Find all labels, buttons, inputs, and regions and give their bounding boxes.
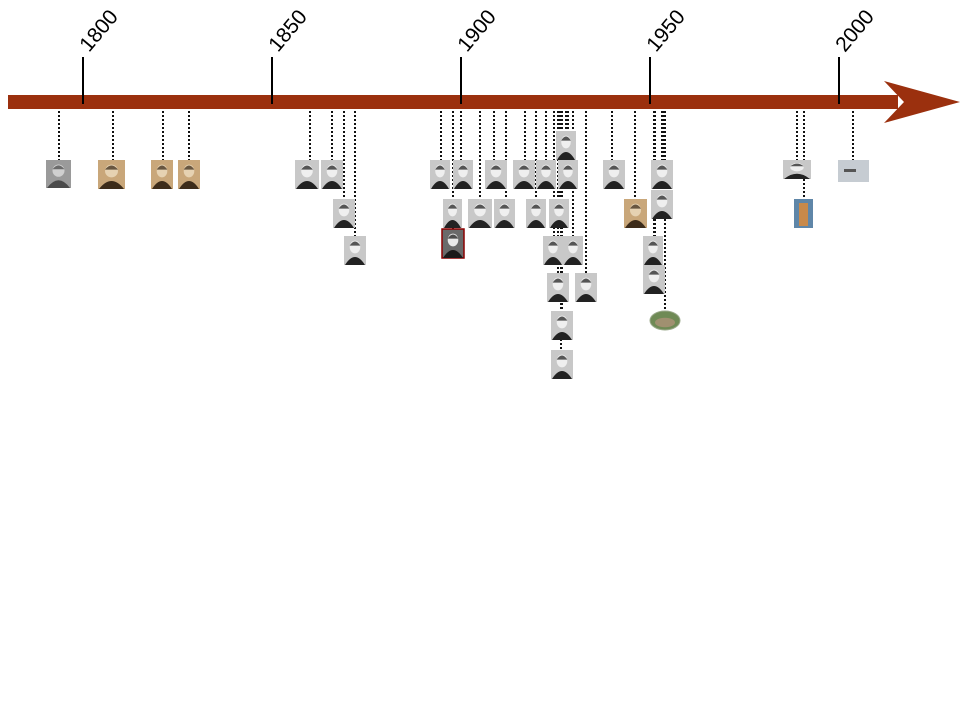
portrait-27 <box>551 350 573 379</box>
color-image-2 <box>794 199 813 228</box>
portrait-2 <box>98 160 125 189</box>
portrait-19 <box>556 131 576 160</box>
landscape-oval <box>649 310 681 331</box>
portrait-6 <box>321 160 343 189</box>
portrait-24 <box>547 273 569 302</box>
portrait-5 <box>295 160 319 189</box>
portrait-7 <box>333 199 355 228</box>
portrait-16 <box>513 160 535 189</box>
portrait-13 <box>468 199 492 228</box>
portrait-9 <box>430 160 450 189</box>
portrait-12 <box>441 228 465 259</box>
portrait-14 <box>485 160 507 189</box>
portrait-8 <box>344 236 366 265</box>
timeline-arrow-shaft <box>8 95 898 109</box>
year-label: 2000 <box>831 6 879 57</box>
portrait-28 <box>603 160 625 189</box>
portrait-23 <box>563 236 583 265</box>
portrait-21 <box>549 199 569 228</box>
year-label: 1800 <box>75 6 123 57</box>
portrait-30 <box>651 160 673 189</box>
portrait-25 <box>575 273 597 302</box>
portrait-22 <box>543 236 563 265</box>
portrait-31 <box>651 190 673 219</box>
year-label: 1950 <box>642 6 690 57</box>
portrait-34 <box>783 160 811 179</box>
portrait-29 <box>624 199 647 228</box>
portrait-15 <box>494 199 515 228</box>
portrait-32 <box>643 236 663 265</box>
year-label: 1850 <box>264 6 312 57</box>
portrait-26 <box>551 311 573 340</box>
portrait-10 <box>453 160 473 189</box>
timeline-axis <box>8 81 960 123</box>
portrait-3 <box>151 160 173 189</box>
portrait-4 <box>178 160 200 189</box>
color-image-1 <box>838 160 869 182</box>
portrait-17 <box>536 160 556 189</box>
year-ticks: 1800 1850 1900 1950 2000 <box>75 6 879 104</box>
portrait-1 <box>46 160 71 188</box>
portrait-11 <box>443 199 462 228</box>
thumbnails <box>46 131 869 379</box>
year-label: 1900 <box>453 6 501 57</box>
timeline-arrow-head <box>884 81 960 123</box>
portrait-20 <box>558 160 578 189</box>
portrait-18 <box>526 199 546 228</box>
portrait-33 <box>643 265 665 294</box>
